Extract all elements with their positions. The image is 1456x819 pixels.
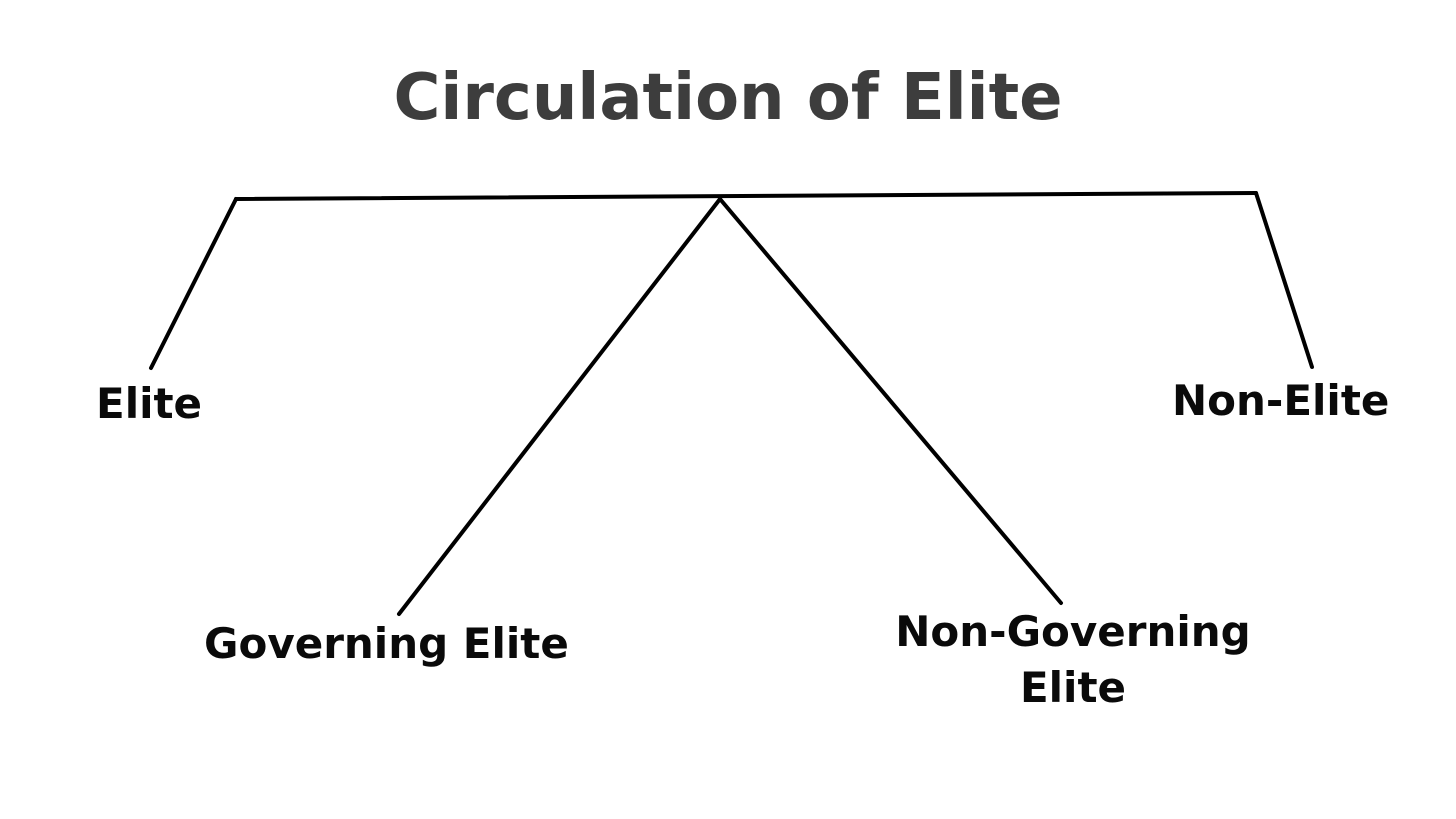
node-governing-elite: Governing Elite xyxy=(204,619,569,668)
diagram-title: Circulation of Elite xyxy=(393,61,1063,135)
node-non-governing-elite: Non-Governing Elite xyxy=(880,604,1266,716)
top-bar-line xyxy=(234,191,1258,201)
connector-non-elite xyxy=(1254,191,1314,369)
node-elite: Elite xyxy=(96,379,203,428)
connector-non-governing-elite xyxy=(718,197,1063,605)
node-non-elite: Non-Elite xyxy=(1172,376,1390,425)
connector-elite xyxy=(149,197,238,370)
node-non-governing-elite-line2: Elite xyxy=(1019,663,1127,712)
connector-governing-elite xyxy=(397,197,722,616)
node-non-governing-elite-line1: Non-Governing xyxy=(895,607,1251,656)
